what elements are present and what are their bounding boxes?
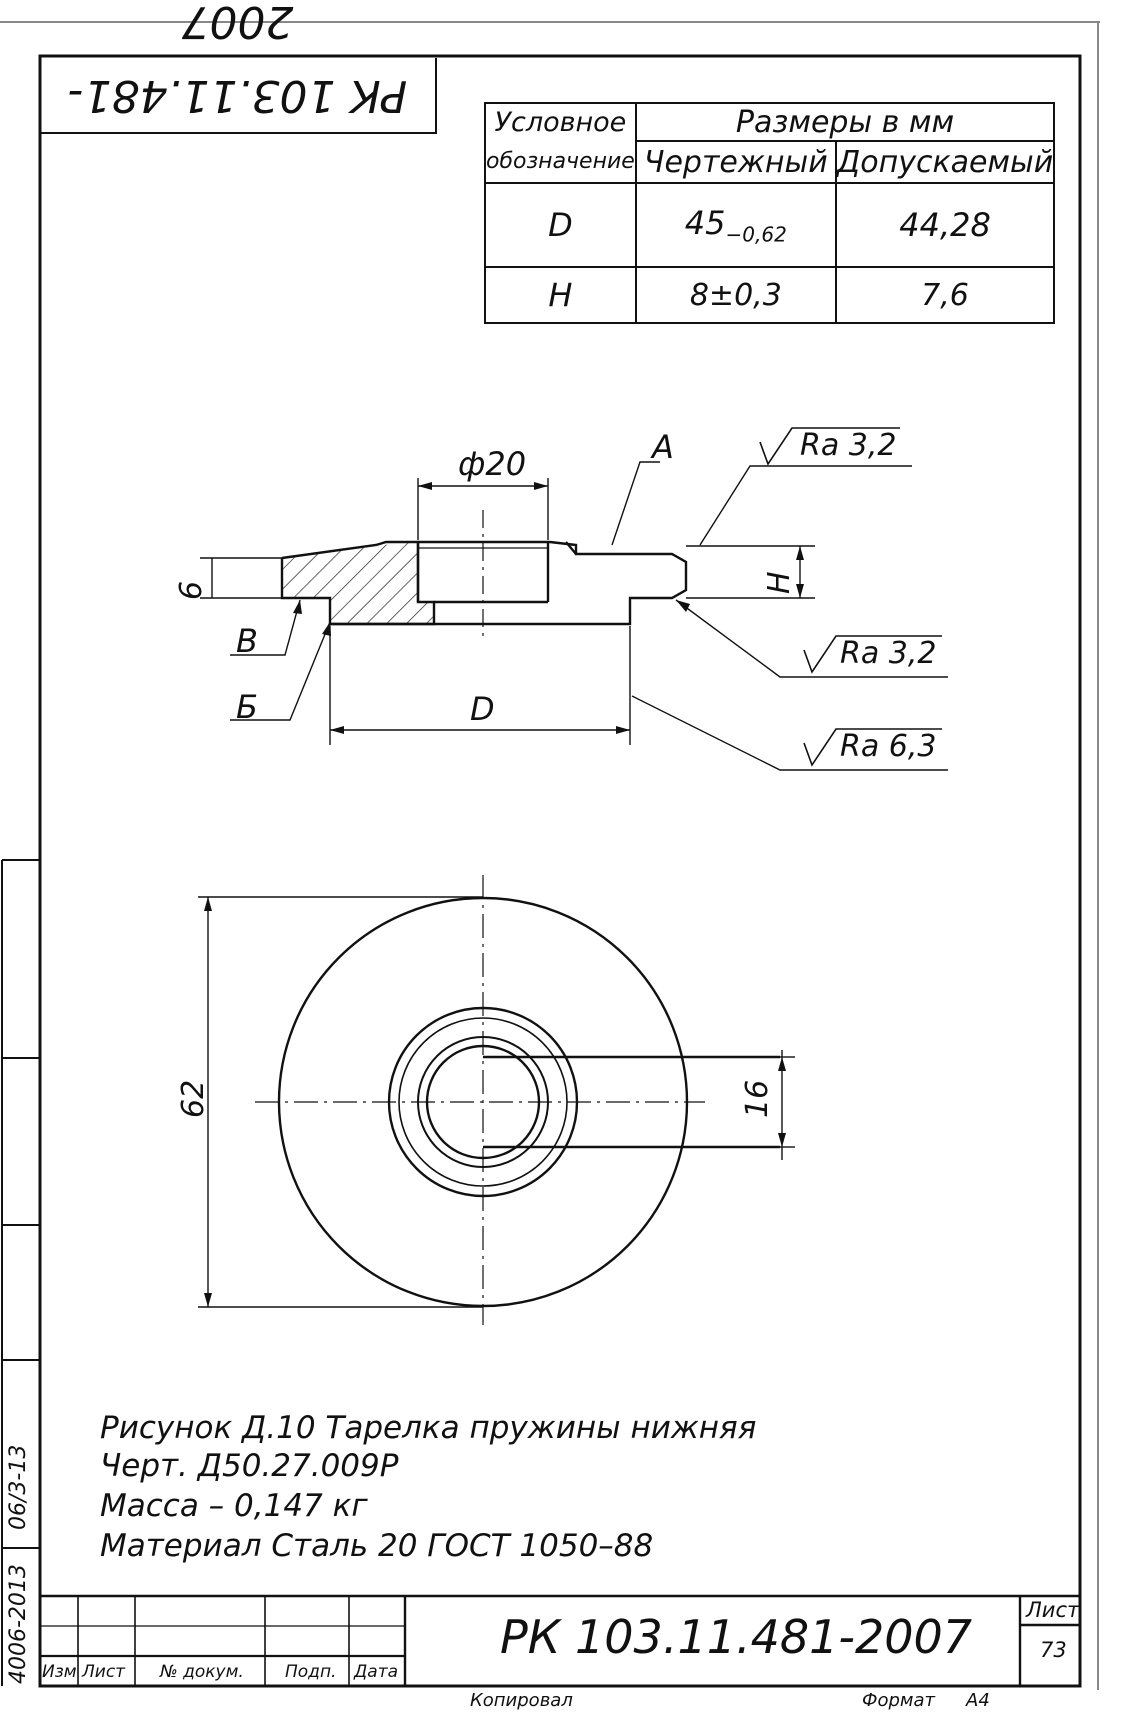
label-v: В — [236, 622, 258, 660]
title-block-lines — [40, 1594, 1080, 1686]
dim-h: H — [762, 571, 797, 594]
label-b-cyr: Б — [236, 688, 258, 726]
dim-d: D — [470, 690, 495, 728]
sheet-label: Лист — [1026, 1598, 1080, 1622]
label-a: A — [652, 428, 674, 466]
col-doc-number: № докум. — [160, 1662, 244, 1682]
header-sizes: Размеры в мм — [634, 102, 1056, 142]
col-sign: Подп. — [285, 1662, 337, 1682]
row-d-drawing-main: 45 — [684, 203, 726, 242]
note-drawing-number: Черт. Д50.27.009Р — [100, 1448, 399, 1484]
row-d-allowed: 44,28 — [834, 182, 1056, 268]
dim-62: 62 — [176, 1079, 211, 1118]
side-stamp-date: 06/3-13 — [6, 1444, 31, 1530]
side-stamp-number: 4006-2013 — [6, 1564, 31, 1684]
copied-label: Копировал — [470, 1690, 573, 1711]
size-table: Условное Размеры в мм обозначение Чертеж… — [484, 102, 1056, 324]
title-doc-code: РК 103.11.481-2007 — [500, 1610, 973, 1664]
dim-16: 16 — [740, 1079, 775, 1118]
roughness-ra-6-3: Ra 6,3 — [840, 729, 937, 764]
plan-view — [198, 875, 795, 1325]
row-d-drawing-tol: −0,62 — [725, 222, 787, 247]
col-izm: Изм — [42, 1662, 77, 1682]
note-mass: Масса – 0,147 кг — [100, 1488, 368, 1524]
note-material: Материал Сталь 20 ГОСТ 1050–88 — [100, 1528, 654, 1564]
col-date: Дата — [354, 1662, 399, 1682]
format-value: А4 — [966, 1690, 990, 1711]
row-d-name: D — [484, 182, 637, 268]
rotated-code-stamp: РК 103.11.481-2007 — [40, 0, 437, 134]
dim-6: 6 — [174, 580, 209, 600]
row-h-name: H — [484, 266, 637, 324]
roughness-ra-3-2-bottom: Ra 3,2 — [840, 636, 937, 671]
col-list: Лист — [82, 1662, 126, 1682]
main-frame — [38, 54, 1082, 1688]
sheet-number: 73 — [1040, 1638, 1067, 1662]
format-label: Формат — [862, 1690, 936, 1711]
section-view — [200, 427, 948, 771]
header-drawing: Чертежный — [634, 140, 837, 184]
roughness-ra-3-2-top: Ra 3,2 — [800, 428, 897, 463]
row-h-allowed: 7,6 — [834, 266, 1056, 324]
rotated-code-text: РК 103.11.481-2007 — [67, 0, 408, 121]
row-d-drawing: 45−0,62 — [634, 182, 837, 268]
dim-diameter-20: ф20 — [458, 445, 527, 483]
note-figure-title: Рисунок Д.10 Тарелка пружины нижняя — [100, 1410, 757, 1446]
header-designation-2: обозначение — [484, 141, 637, 184]
row-h-drawing: 8±0,3 — [634, 266, 837, 324]
header-designation-1: Условное — [484, 102, 637, 141]
header-allowed: Допускаемый — [834, 140, 1056, 184]
